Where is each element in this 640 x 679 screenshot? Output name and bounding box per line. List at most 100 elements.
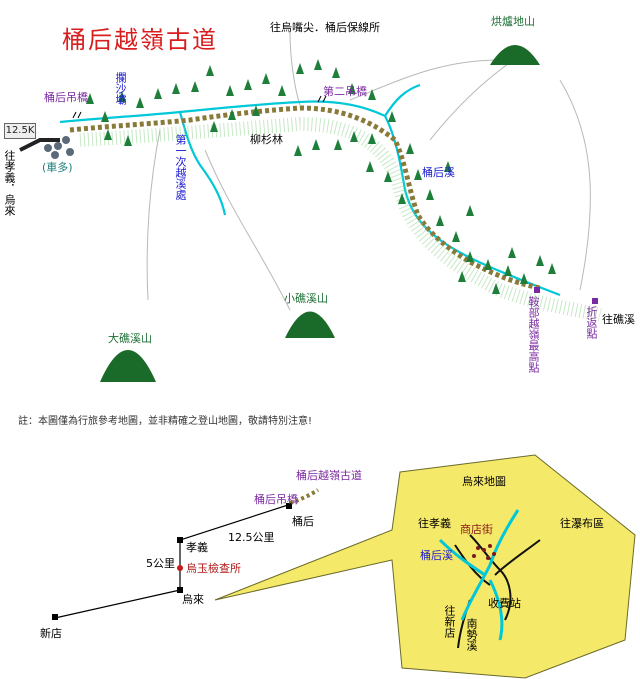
tree-icon [101,111,109,122]
tree-icon [104,129,112,140]
shop-street-label: 商店街 [460,523,493,536]
tree-icon [414,169,422,180]
car-icons [19,136,74,159]
tree-icon [86,93,94,104]
tree-icon [228,109,236,120]
tree-icon [466,205,474,216]
tree-icon [366,161,374,172]
tree-icon [244,79,252,90]
inset-xiaoyi-label: 孝義 [186,541,208,554]
tree-icon [436,215,444,226]
tree-icon [262,73,270,84]
tree-icon [210,121,218,132]
xiaojiaoxi-mountain-shape [285,311,335,338]
tree-icon [348,83,356,94]
tree-icon [136,97,144,108]
bridge-symbols [72,95,327,119]
trees [86,59,556,294]
dajiaoxi-mountain-label: 大礁溪山 [108,332,152,345]
disclaimer-note: 註：本圖僅為行旅參考地圖，並非精確之登山地圖，敬請特別注意! [18,416,313,427]
wulai-rivers [438,509,520,641]
km-marker: 12.5K [4,123,36,139]
tree-icon [350,131,358,142]
tree-icon [388,111,396,122]
tree-icon [368,89,376,100]
second-bridge-label: 第二吊橋 [323,85,367,98]
inset-trail-label: 桶后越嶺古道 [296,469,362,482]
to-niaozui-station-label: 往烏嘴尖．桶后保線所 [270,21,380,34]
first-crossing-label: 第一次越溪處 [174,134,187,200]
shop-street-dots [472,544,496,560]
inset-tonghou-label: 桶后 [292,515,314,528]
tree-icon [426,189,434,200]
tree-icon [452,231,460,242]
dajiaoxi-mountain-shape [100,350,156,382]
tree-icon [406,143,414,154]
road-lines [146,31,591,311]
tree-icon [191,81,199,92]
saddle-marker [534,287,540,293]
inset-bridge-label: 桶后吊橋 [254,493,298,506]
tree-icon [368,133,376,144]
tree-icon [484,259,492,270]
suspension-bridge-label: 桶后吊橋 [44,91,88,104]
tree-icon [458,271,466,282]
tree-icon [124,135,132,146]
tree-icon [314,59,322,70]
wulai-map-title: 烏來地圖 [462,475,506,488]
turnaround-point-label: 折返點 [585,306,598,339]
hongluo-mountain-label: 烘爐地山 [491,15,535,28]
tree-icon [492,283,500,294]
tree-icon [508,247,516,258]
tree-icon [398,193,406,204]
inset-wulai-label: 烏來 [182,593,204,606]
tree-icon [548,263,556,274]
inset-background [214,454,636,679]
wulai-tonghou-creek-label: 桶后溪 [420,549,453,562]
checkpoint-marker [177,565,183,571]
map-title: 桶后越嶺古道 [62,26,218,54]
saddle-high-point-label: 鞍部越嶺最高點 [527,296,540,373]
tree-icon [172,83,180,94]
to-waterfall-label: 往瀑布區 [560,517,604,530]
nanshi-creek-label: 南勢溪 [465,618,478,651]
to-xindian-label: 往新店 [443,605,456,638]
inset-xindian-label: 新店 [40,627,62,640]
to-jiaoxi-label: 往礁溪 [602,313,635,326]
landslide-wall-label: 攔沙壩 [114,72,127,105]
tree-icon [444,161,452,172]
tree-icon [520,273,528,284]
tree-icon [504,265,512,276]
tree-icon [252,105,260,116]
tonghou-creek-label: 桶后溪 [422,166,455,179]
cedar-forest-label: 柳杉林 [250,133,283,146]
checkpoint-label: 烏玉檢查所 [186,562,241,575]
tree-icon [294,145,302,156]
tree-icon [118,91,126,102]
tree-icon [466,251,474,262]
to-xiaoyi-label: 往孝義 [418,517,451,530]
turnaround-marker [592,298,598,304]
tree-icon [154,88,162,99]
tree-icon [312,139,320,150]
vegetation-band [79,116,602,322]
distance-12-5-label: 12.5公里 [228,531,275,544]
xiaojiaoxi-mountain-label: 小礁溪山 [284,292,328,305]
mountains [100,45,540,382]
river [59,83,561,297]
tree-icon [226,85,234,96]
toll-station-label: 收費站 [488,597,521,610]
tree-icon [536,255,544,266]
tree-icon [278,85,286,96]
inset-trail [289,488,320,505]
to-xiaoyi-wulai-label: 往孝義．烏來 [3,150,16,216]
hongluo-mountain-shape [490,45,540,65]
distance-5-label: 5公里 [146,557,175,570]
tree-icon [332,67,340,78]
trail-path [69,105,541,291]
tree-icon [384,171,392,182]
tree-icon [206,65,214,76]
town-markers [52,503,292,620]
tree-icon [296,63,304,74]
parking-label: (車多) [42,161,73,174]
